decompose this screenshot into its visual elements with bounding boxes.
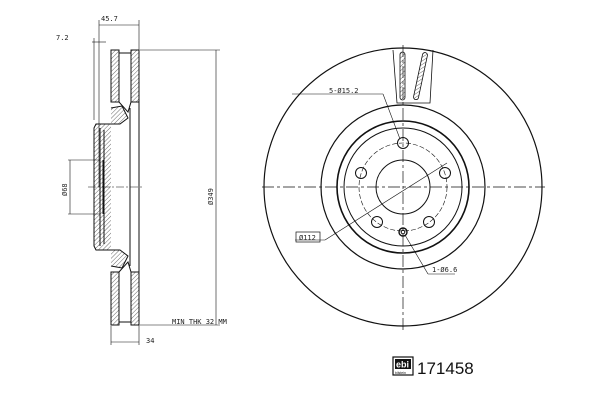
- side-view: [88, 49, 143, 326]
- dim-diameter-label: Ø349: [207, 188, 215, 205]
- front-view: [262, 45, 545, 330]
- bolt-holes: [355, 137, 451, 237]
- min-thickness-label: MIN THK 32 MM: [172, 318, 227, 326]
- bolt-holes-label: 5-Ø15.2: [329, 87, 359, 95]
- pcd-label: Ø112: [299, 234, 316, 242]
- dim-offset-label: 7.2: [56, 34, 69, 42]
- svg-text:ebi: ebi: [396, 360, 409, 370]
- small-hole-label: 1-Ø6.6: [432, 266, 457, 274]
- dim-width-label: 45.7: [101, 15, 118, 23]
- part-number: 171458: [417, 359, 474, 378]
- side-dimensions: [68, 20, 220, 345]
- dim-thickness-label: 34: [146, 337, 154, 345]
- febi-logo: ebi bilstein: [392, 356, 414, 376]
- svg-text:bilstein: bilstein: [395, 371, 406, 375]
- dim-bore-label: Ø68: [61, 183, 69, 196]
